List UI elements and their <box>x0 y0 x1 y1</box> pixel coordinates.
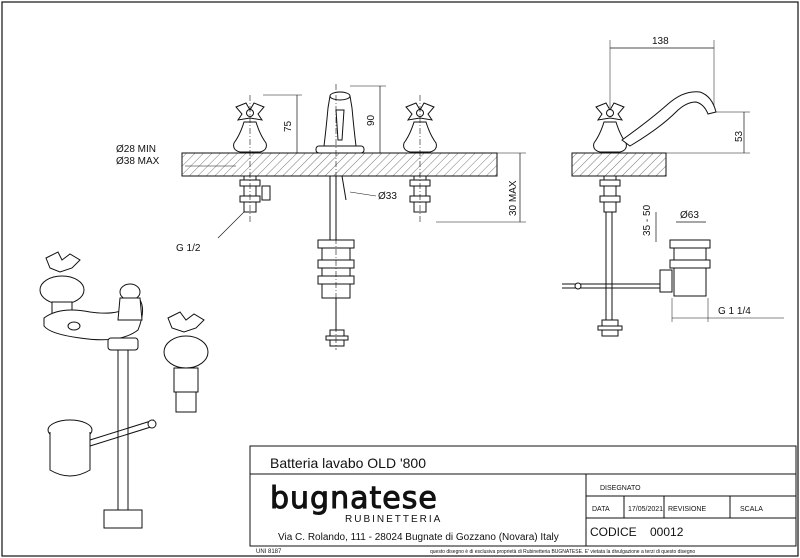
title-block <box>249 445 797 547</box>
dim-g12: G 1/2 <box>176 243 201 254</box>
uni-label: UNI 8187 <box>256 549 282 555</box>
revisione-label: REVISIONE <box>668 506 706 513</box>
disclaimer: questo disegno è di esclusiva proprietà … <box>430 549 695 555</box>
scala-label: SCALA <box>740 506 763 513</box>
front-view <box>181 84 526 350</box>
side-view <box>562 40 784 337</box>
dim-d38max: Ø38 MAX <box>116 156 160 167</box>
dim-h75: 75 <box>283 120 294 132</box>
svg-text:bugnatese: bugnatese <box>270 481 438 516</box>
brand-subtitle: RUBINETTERIA <box>345 514 442 525</box>
dim-g114: G 1 1/4 <box>718 306 751 317</box>
codice-label: CODICE <box>590 525 637 539</box>
dim-d28min: Ø28 MIN <box>116 144 156 155</box>
company-address: Via C. Rolando, 111 - 28024 Bugnate di G… <box>278 532 559 543</box>
codice-value: 00012 <box>650 525 684 539</box>
product-title: Batteria lavabo OLD '800 <box>270 455 426 471</box>
central-spout <box>315 91 365 154</box>
dim-w138: 138 <box>652 36 669 47</box>
disegnato-label: DISEGNATO <box>600 485 641 492</box>
side-spout <box>621 91 717 147</box>
data-value: 17/05/2021 <box>628 506 663 513</box>
brand-logo: bugnatese RUBINETTERIA <box>270 481 442 526</box>
dim-h90: 90 <box>366 114 377 126</box>
dim-d63: Ø63 <box>680 210 699 221</box>
dim-h53: 53 <box>734 130 745 142</box>
side-countertop-section <box>571 152 667 177</box>
dim-d33: Ø33 <box>378 191 397 202</box>
data-label: DATA <box>592 506 610 513</box>
countertop-section <box>181 152 498 177</box>
isometric-view <box>39 251 209 529</box>
dim-r3550: 35 - 50 <box>642 204 653 236</box>
dim-max30: 30 MAX <box>508 180 519 216</box>
